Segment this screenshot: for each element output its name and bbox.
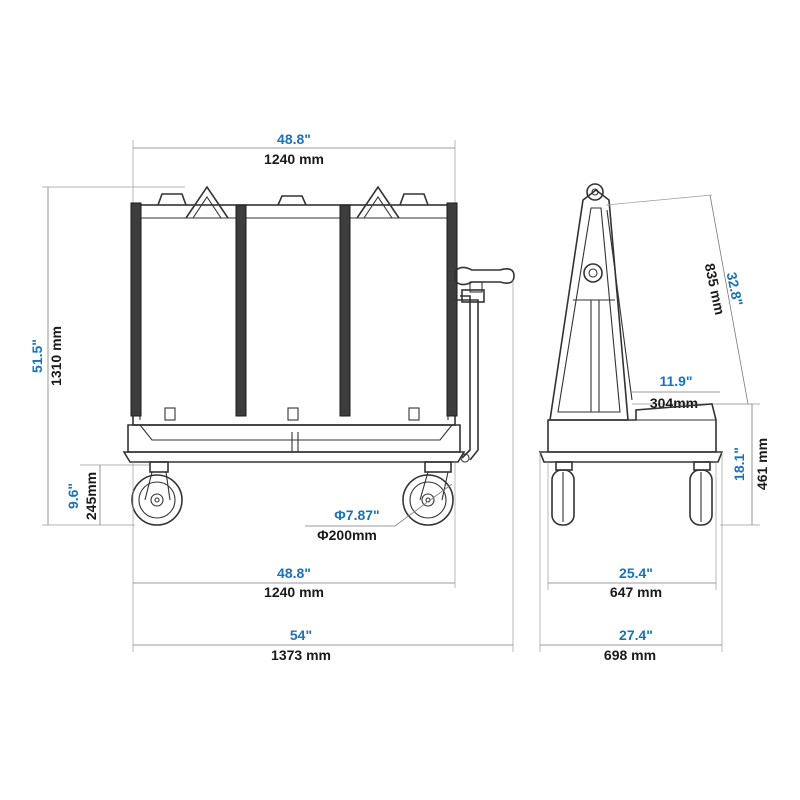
front-height-mm: 1310 mm — [48, 326, 64, 386]
side-right-wheel — [689, 461, 713, 526]
wheel-diameter-mm: Φ200mm — [317, 527, 377, 543]
front-wheel-height-in: 9.6" — [65, 483, 81, 509]
strap-center-left — [235, 204, 247, 417]
front-view: 48.8" 1240 mm 51.5" 1310 mm 9.6" 245mm — [29, 131, 515, 663]
side-overall-depth-in: 27.4" — [619, 627, 653, 643]
front-top-width-in: 48.8" — [277, 131, 311, 147]
front-base-width-mm: 1240 mm — [264, 584, 324, 600]
front-left-wheel — [131, 461, 183, 526]
front-height-in: 51.5" — [29, 339, 45, 373]
side-overall-depth-mm: 698 mm — [604, 647, 656, 663]
front-right-wheel — [402, 461, 454, 526]
front-overall-width-in: 54" — [290, 627, 312, 643]
strap-center-right — [339, 204, 351, 417]
front-overall-width-mm: 1373 mm — [271, 647, 331, 663]
side-view: 835 mm 32.8" 11.9" 304mm 18.1" 461 mm — [538, 183, 770, 663]
side-left-wheel — [551, 461, 575, 526]
side-slope-mm: 835 mm — [702, 262, 728, 316]
front-wheel-height-mm: 245mm — [83, 472, 99, 520]
strap-right — [446, 202, 458, 417]
wheel-diameter-in: Φ7.87" — [334, 507, 379, 523]
side-deck-height-mm: 461 mm — [754, 438, 770, 490]
side-slope-in: 32.8" — [724, 271, 747, 307]
front-top-width-mm: 1240 mm — [264, 151, 324, 167]
side-wheelbase-mm: 647 mm — [610, 584, 662, 600]
side-deck-height-in: 18.1" — [731, 447, 747, 481]
side-wheelbase-in: 25.4" — [619, 565, 653, 581]
strap-left — [130, 202, 142, 417]
side-step-in: 11.9" — [659, 373, 692, 389]
front-base-width-in: 48.8" — [277, 565, 311, 581]
side-step-mm: 304mm — [650, 395, 698, 411]
